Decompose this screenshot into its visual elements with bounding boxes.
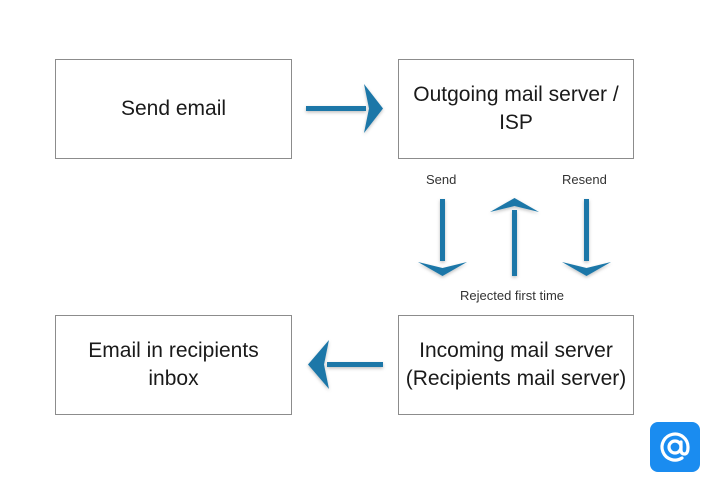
node-inbox: Email in recipients inbox [55, 315, 292, 415]
node-incoming-server-label: Incoming mail server (Recipients mail se… [405, 339, 627, 390]
node-inbox-label: Email in recipients inbox [88, 339, 259, 390]
at-sign-icon[interactable] [650, 422, 700, 472]
arrow-resend-down [562, 199, 611, 276]
node-outgoing-server-label: Outgoing mail server / ISP [413, 83, 619, 134]
edge-label-resend: Resend [562, 172, 607, 187]
arrow-send-down [418, 199, 467, 276]
arrow-incoming-to-inbox [308, 340, 383, 389]
edge-label-send: Send [426, 172, 457, 187]
arrow-rejected-up [490, 198, 539, 276]
node-outgoing-server: Outgoing mail server / ISP [398, 59, 634, 159]
node-incoming-server: Incoming mail server (Recipients mail se… [398, 315, 634, 415]
node-send-email-label: Send email [120, 97, 227, 120]
edge-label-rejected: Rejected first time [460, 288, 565, 303]
arrow-send-to-outgoing [306, 84, 383, 133]
node-send-email: Send email [55, 59, 292, 159]
